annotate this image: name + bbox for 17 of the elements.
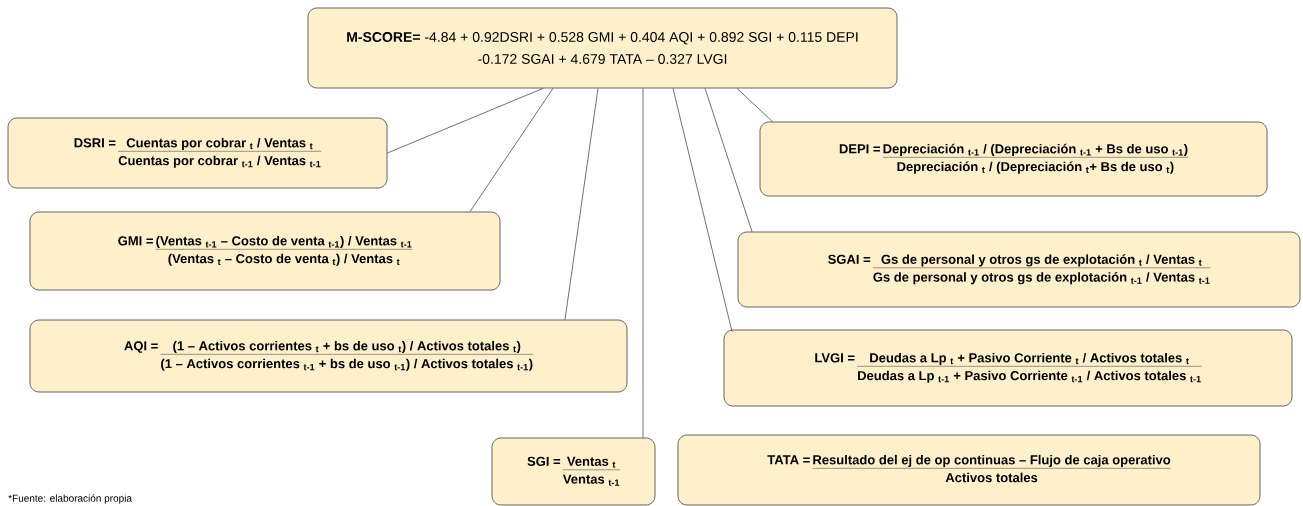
connector-line: [469, 88, 554, 212]
footnote: *Fuente: elaboración propia: [8, 494, 132, 504]
formula-box: SGAI = Gs de personal y otros gs de explotación $_{t}$ / Ventas $_{t}$ Gs de personal y otros gs de explotación $_{t-1}$ / Ventas $_{t-1}$: [737, 231, 1301, 308]
connector-line: [672, 88, 733, 332]
formula-box: DSRI = Cuentas por cobrar $_{t}$ / Ventas $_{t}$ Cuentas por cobrar $_{t-1}$ / Ventas $_{t-1}$: [7, 117, 388, 189]
connector-line: [704, 88, 753, 232]
formula-box: GMI = (Ventas $_{t-1}$ – Costo de venta $_{t-1}$) / Ventas $_{t-1}$ (Ventas $_{t}$ – Costo de venta $_{t}$) / Ventas $_{t}$: [29, 211, 501, 291]
formula-box: LVGI = Deudas a Lp $_{t}$ + Pasivo Corriente $_{t}$ / Activos totales $_{t}$ Deudas a Lp $_{t-1}$ + Pasivo Corriente $_{t-1}$ / Activos totales $_{t-1}$: [723, 329, 1293, 407]
connector-line: [736, 88, 773, 122]
formula-box: DEPI = Depreciación $_{t-1}$ / (Depreciación $_{t-1}$ + Bs de uso $_{t-1}$) Depreciación $_{t}$ / (Depreciación $_{t}$+ Bs de uso $_{t}$): [759, 121, 1268, 197]
connector-line: [387, 88, 544, 154]
connector-line: [642, 88, 644, 438]
connector-line: [564, 88, 599, 320]
formula-box: SGI = Ventas $_{t}$ Ventas $_{t-1}$: [491, 437, 656, 506]
formula-box: AQI = (1 – Activos corrientes $_{t}$ + bs de uso $_{t}$) / Activos totales $_{t}$) (1 – Activos corrientes $_{t-1}$ + bs de uso $_{t-1}$) / Activos totales $_{t-1}$): [29, 319, 628, 393]
formula-box: TATA = Resultado del ej de op continuas – Flujo de caja operativo Activos totales: [677, 434, 1261, 506]
formula-box: M-SCORE= -4.84 + 0.92DSRI + 0.528 GMI + 0.404 AQI + 0.892 SGI + 0.115 DEPI -0.172 SGAI + 4.679 TATA – 0.327 LVGI: [307, 7, 898, 89]
